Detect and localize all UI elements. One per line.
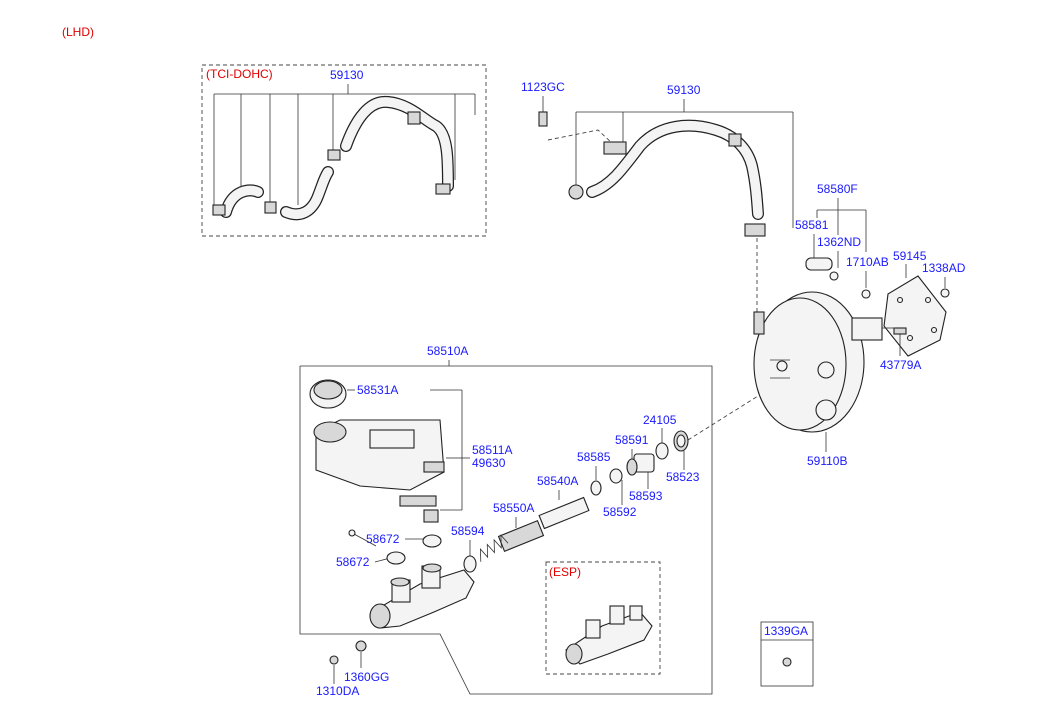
tci-dohc-title: (TCI-DOHC) [206, 67, 273, 81]
tci-dohc-part-label: 59130 [330, 68, 364, 82]
hose-clamp-icon [728, 133, 742, 147]
label-43779a: 43779A [880, 358, 921, 372]
gasket-icon [883, 275, 947, 357]
spring-icon [480, 534, 509, 562]
label-1362nd: 1362ND [817, 235, 861, 249]
nut-icon [782, 657, 792, 667]
label-58550a: 58550A [493, 501, 534, 515]
check-valve-icon [805, 257, 833, 271]
seal-ring-icon [655, 442, 669, 460]
label-58581: 58581 [795, 218, 829, 232]
part-box-1339ga: 1339GA [760, 621, 814, 687]
seal-kit: 24105 58523 58591 58585 58593 58592 [577, 413, 700, 519]
pin-icon [353, 533, 377, 547]
vacuum-nipple-icon [753, 311, 765, 335]
diagram-title: (LHD) [62, 25, 94, 39]
label-58523: 58523 [666, 470, 700, 484]
label-58593: 58593 [629, 489, 663, 503]
esp-border [545, 561, 661, 675]
level-sensor-icon [423, 461, 445, 473]
label-58594: 58594 [451, 524, 485, 538]
brake-booster: 59110B [687, 291, 896, 468]
hose-clamp-icon [407, 111, 421, 125]
label-59130: 59130 [667, 83, 701, 97]
washer-icon [609, 468, 623, 484]
check-valve-set: 58580F 58581 1362ND 1710AB 59145 1338AD … [795, 182, 966, 372]
part-box-border [760, 621, 814, 687]
retaining-ring-icon [463, 555, 477, 573]
nut-icon [940, 288, 950, 298]
label-59110b: 59110B [807, 454, 847, 468]
hose-connector-icon [435, 183, 451, 195]
flange-nut-icon [355, 640, 367, 652]
mounting-hardware: 1360GG 1310DA [316, 640, 389, 698]
label-58672-b: 58672 [336, 555, 370, 569]
hose-clamp-icon [568, 184, 584, 200]
grommet-icon [829, 271, 839, 281]
label-1338ad: 1338AD [922, 261, 966, 275]
tci-dohc-leader-lines [213, 84, 476, 210]
label-58531a: 58531A [357, 383, 398, 397]
esp-inset: (ESP) [545, 561, 661, 675]
label-58580f: 58580F [817, 182, 858, 196]
label-1123gc: 1123GC [521, 80, 565, 94]
secondary-piston-icon [497, 519, 545, 553]
label-58592: 58592 [603, 505, 637, 519]
plug-icon [861, 289, 871, 299]
label-58511a: 58511A [472, 443, 512, 457]
hose-clamp-icon [264, 201, 277, 214]
o-ring-icon [590, 480, 602, 496]
label-58540a: 58540A [537, 474, 578, 488]
label-58672-a: 58672 [366, 532, 400, 546]
hose-bracket-icon [603, 141, 627, 155]
label-1360gg: 1360GG [344, 670, 389, 684]
level-sensor-icon [399, 495, 437, 507]
booster-pushrod-icon [851, 317, 883, 341]
label-49630: 49630 [472, 456, 506, 470]
label-24105: 24105 [643, 413, 677, 427]
tci-dohc-border [201, 64, 487, 237]
label-58591: 58591 [615, 433, 649, 447]
primary-piston-icon [538, 496, 590, 530]
esp-title: (ESP) [549, 565, 581, 579]
label-59145: 59145 [893, 249, 927, 263]
check-valve-icon [744, 223, 766, 237]
label-1710ab: 1710AB [846, 255, 889, 269]
master-cylinder-assembly: 58510A 58531A 58511A 49630 58540A 58550A… [299, 344, 713, 695]
label-58585: 58585 [577, 450, 611, 464]
label-58510a: 58510A [427, 344, 468, 358]
bolt-icon [538, 111, 548, 127]
hose-clamp-icon [212, 204, 226, 216]
tci-dohc-hoses [212, 95, 454, 221]
master-cylinder-border [299, 365, 713, 695]
label-1310da: 1310DA [316, 684, 359, 698]
clip-icon [893, 327, 907, 335]
vacuum-hose-assembly: 1123GC 59130 [521, 80, 794, 312]
reservoir-grommet-icon [422, 534, 442, 548]
label-1339ga: 1339GA [764, 624, 808, 638]
reservoir-grommet-icon [386, 551, 406, 565]
tci-dohc-inset: (TCI-DOHC) 59130 [201, 64, 487, 237]
nut-icon [329, 655, 339, 665]
hose-clamp-icon [327, 149, 341, 161]
esp-master-cylinder-icon [565, 611, 653, 665]
seal-ring-icon [626, 458, 638, 476]
